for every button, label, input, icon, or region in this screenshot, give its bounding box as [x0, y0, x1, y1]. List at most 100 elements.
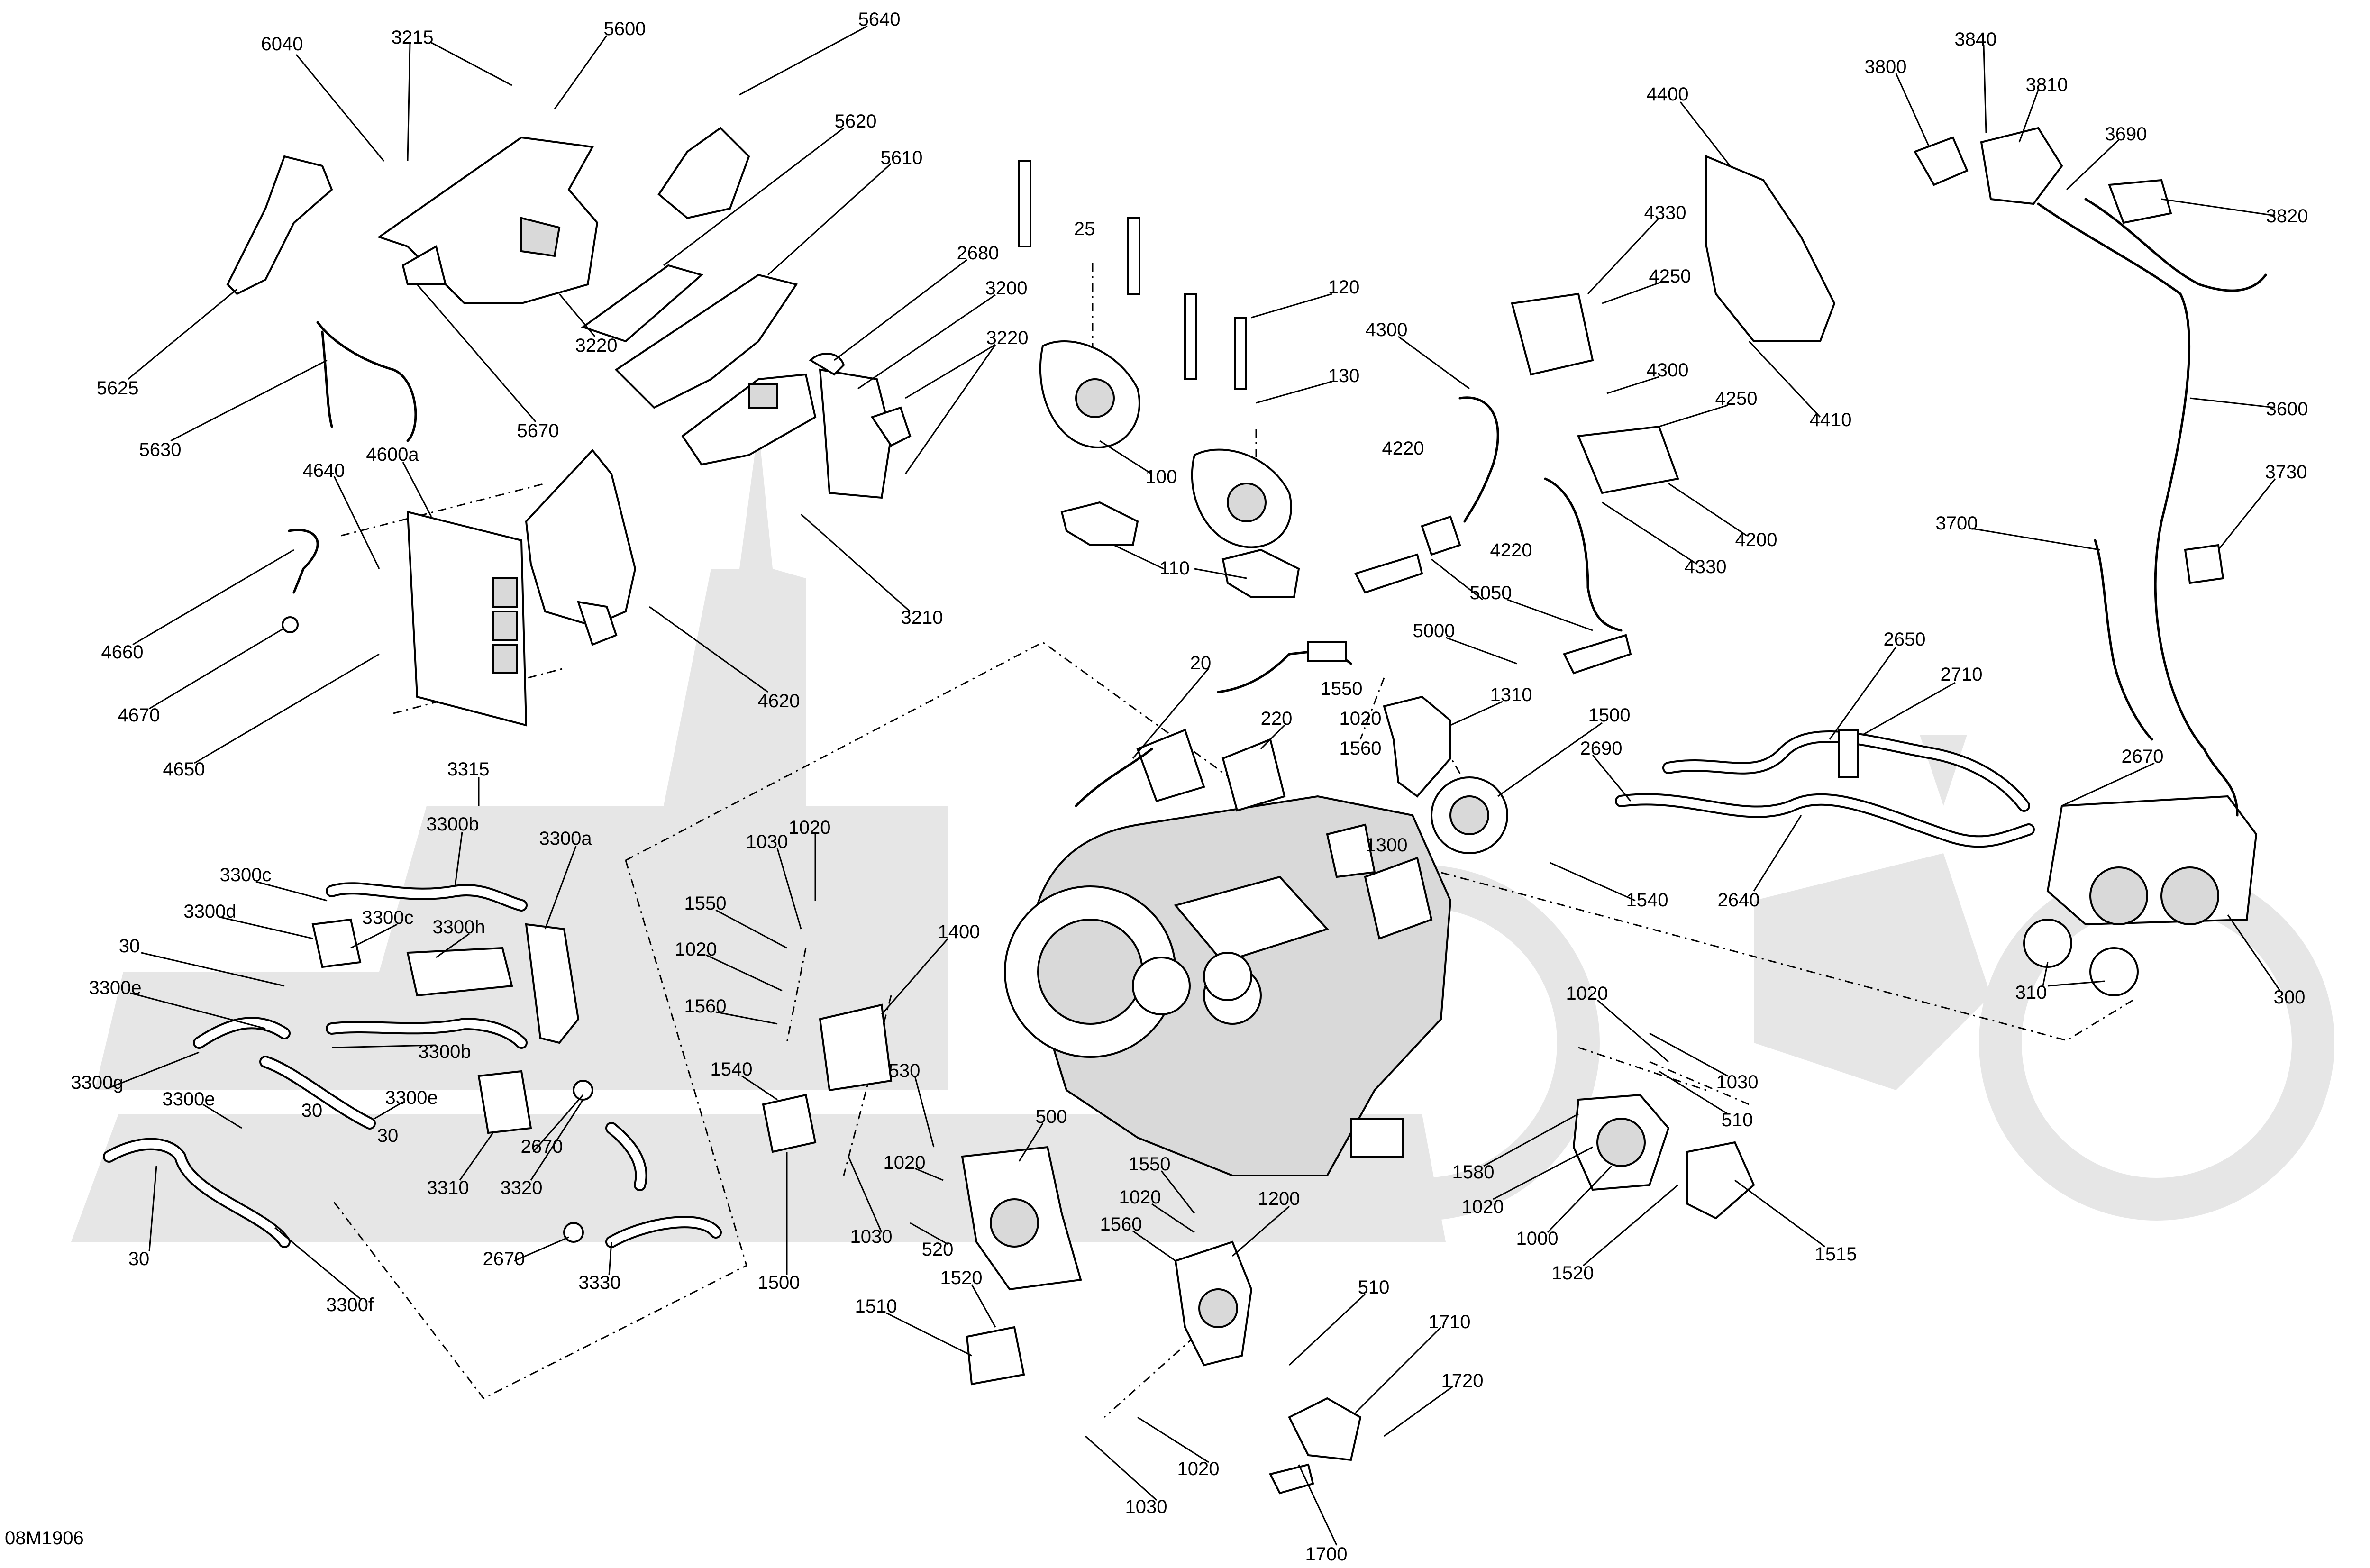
callout-30: 30	[128, 1249, 150, 1269]
callout-1540: 1540	[711, 1059, 753, 1080]
callout-1560: 1560	[1100, 1214, 1142, 1235]
callout-1720: 1720	[1441, 1370, 1484, 1391]
callout-3220: 3220	[986, 328, 1029, 348]
callout-2690: 2690	[1580, 738, 1623, 759]
callout-4220: 4220	[1382, 438, 1424, 459]
callout-3690: 3690	[2105, 124, 2147, 145]
callout-1020: 1020	[1462, 1196, 1504, 1217]
callout-1550: 1550	[684, 893, 727, 914]
callout-1020: 1020	[1566, 983, 1608, 1004]
callout-4250: 4250	[1649, 266, 1691, 287]
callout-1520: 1520	[1552, 1263, 1594, 1284]
callout-3300c: 3300c	[362, 907, 414, 928]
callout-2650: 2650	[1884, 629, 1926, 650]
callout-4620: 4620	[758, 691, 800, 711]
callout-1200: 1200	[1258, 1188, 1300, 1209]
callout-5050: 5050	[1470, 583, 1512, 603]
callout-1030: 1030	[1125, 1496, 1167, 1517]
callout-3300b: 3300b	[418, 1041, 471, 1062]
callout-30: 30	[377, 1125, 399, 1146]
callout-4670: 4670	[118, 705, 160, 726]
callout-1520: 1520	[940, 1267, 983, 1288]
callout-1500: 1500	[1588, 705, 1631, 726]
callout-4220: 4220	[1490, 540, 1532, 561]
callout-1500: 1500	[758, 1272, 800, 1293]
callout-3200: 3200	[985, 278, 1028, 299]
callout-530: 530	[889, 1060, 921, 1081]
callout-4300: 4300	[1366, 319, 1408, 340]
callout-1030: 1030	[746, 831, 788, 852]
callout-5625: 5625	[97, 378, 139, 399]
callout-4660: 4660	[101, 642, 144, 663]
callout-3300c: 3300c	[220, 865, 272, 885]
callout-510: 510	[1358, 1277, 1390, 1298]
callout-4330: 4330	[1644, 202, 1686, 223]
callout-1310: 1310	[1490, 684, 1532, 705]
callout-4400: 4400	[1647, 84, 1689, 105]
callout-3300g: 3300g	[71, 1072, 123, 1093]
callout-3730: 3730	[2265, 462, 2307, 483]
callout-2670: 2670	[2122, 746, 2164, 767]
leader-lines	[109, 25, 2281, 1546]
callout-3310: 3310	[427, 1177, 469, 1198]
callout-3300e: 3300e	[162, 1089, 215, 1110]
callout-100: 100	[1146, 466, 1177, 487]
callout-3300h: 3300h	[432, 917, 485, 938]
callout-4250: 4250	[1715, 388, 1758, 409]
callout-1540: 1540	[1626, 890, 1668, 911]
callout-1030: 1030	[850, 1226, 893, 1247]
callout-1020: 1020	[789, 817, 831, 838]
callout-6040: 6040	[261, 34, 303, 55]
callout-25: 25	[1074, 219, 1095, 239]
callout-4650: 4650	[163, 759, 205, 780]
callout-1000: 1000	[1516, 1228, 1559, 1249]
callout-1550: 1550	[1129, 1154, 1171, 1175]
callout-1560: 1560	[1340, 738, 1382, 759]
callout-1300: 1300	[1366, 835, 1408, 856]
callout-5620: 5620	[835, 111, 877, 132]
callout-3300d: 3300d	[183, 901, 236, 922]
callout-5000: 5000	[1413, 620, 1455, 641]
callout-3320: 3320	[501, 1177, 543, 1198]
callout-1710: 1710	[1429, 1312, 1471, 1332]
callout-1580: 1580	[1452, 1162, 1495, 1183]
callout-3800: 3800	[1865, 56, 1907, 77]
callout-5630: 5630	[139, 439, 182, 460]
callout-3330: 3330	[579, 1272, 621, 1293]
callout-220: 220	[1261, 708, 1293, 729]
callout-3300e: 3300e	[385, 1087, 438, 1108]
callout-4640: 4640	[303, 460, 345, 481]
callout-520: 520	[922, 1239, 954, 1260]
callout-1020: 1020	[884, 1152, 926, 1173]
callout-1030: 1030	[1716, 1072, 1759, 1093]
callout-130: 130	[1328, 365, 1360, 386]
callout-1550: 1550	[1321, 678, 1363, 699]
callout-4200: 4200	[1735, 529, 1778, 550]
callout-5610: 5610	[881, 147, 923, 168]
callout-3840: 3840	[1955, 29, 1997, 50]
callout-1020: 1020	[1177, 1459, 1220, 1479]
callout-5600: 5600	[604, 18, 646, 39]
callout-3600: 3600	[2266, 399, 2308, 419]
callout-510: 510	[1722, 1110, 1753, 1130]
callout-500: 500	[1036, 1106, 1067, 1127]
callout-20: 20	[1190, 653, 1212, 674]
callout-30: 30	[119, 936, 140, 957]
callout-110: 110	[1159, 558, 1190, 579]
callout-3700: 3700	[1936, 513, 1978, 534]
callout-2640: 2640	[1718, 890, 1760, 911]
callout-2670: 2670	[521, 1136, 563, 1157]
callout-1510: 1510	[855, 1296, 897, 1317]
callout-5670: 5670	[517, 420, 559, 441]
callout-30: 30	[301, 1100, 323, 1121]
callout-2680: 2680	[957, 243, 999, 264]
callout-4300: 4300	[1647, 360, 1689, 381]
callout-3820: 3820	[2266, 206, 2308, 227]
callout-1400: 1400	[938, 921, 980, 942]
callout-310: 310	[2015, 982, 2047, 1003]
drawing-code: 08M1906	[5, 1528, 84, 1549]
part-artwork	[103, 127, 2267, 1495]
callout-4600a: 4600a	[366, 444, 419, 465]
